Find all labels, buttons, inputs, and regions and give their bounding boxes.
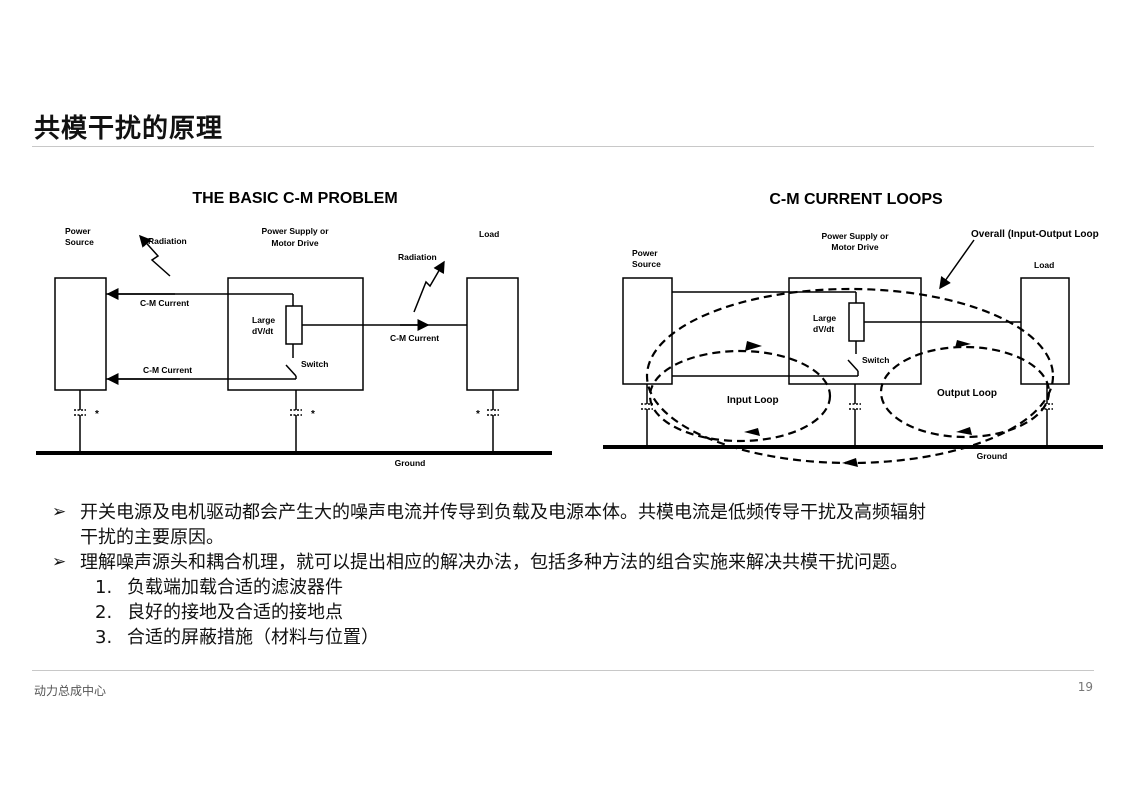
right-supply-label-1: Power Supply or (821, 231, 889, 241)
right-input-loop-arrow-bottom (744, 428, 760, 436)
bullet-1-line-2: 干扰的主要原因。 (80, 527, 224, 548)
left-cap-1 (74, 390, 86, 452)
left-power-source-box (54, 277, 107, 391)
title-divider (32, 146, 1094, 147)
bullet-arrow-icon: ➢ (52, 552, 67, 572)
diagram-left: THE BASIC C-M PROBLEM Power Source Radia… (36, 190, 552, 468)
right-supply-label-2: Motor Drive (831, 242, 879, 252)
left-dvdt-element (285, 305, 303, 345)
right-overall-label: Overall (Input-Output Loop (971, 229, 1099, 240)
left-radiation-label-2: Radiation (398, 252, 437, 262)
left-load-box (466, 277, 519, 391)
sub-item-text: 合适的屏蔽措施（材料与位置） (127, 627, 379, 648)
bullet-arrow-icon: ➢ (52, 502, 67, 522)
left-star-2: * (311, 409, 315, 420)
left-power-label-1: Power (65, 226, 91, 236)
diagram-area: THE BASIC C-M PROBLEM Power Source Radia… (0, 170, 1123, 480)
right-ground-label: Ground (977, 451, 1008, 461)
sub-item-number: 2. (95, 602, 113, 623)
right-cap-1 (641, 384, 653, 446)
page-title: 共模干扰的原理 (34, 114, 224, 144)
left-ground-label: Ground (395, 458, 426, 468)
left-cm-current-right: C-M Current (390, 333, 439, 343)
right-input-loop-arrow-top (745, 341, 762, 351)
right-cap-3 (1041, 384, 1053, 446)
right-power-label-1: Power (632, 248, 658, 258)
right-output-loop-label: Output Loop (937, 388, 997, 399)
right-switch-label: Switch (862, 355, 889, 365)
left-switch-label: Switch (301, 359, 328, 369)
bullet-item-2: ➢ 理解噪声源头和耦合机理，就可以提出相应的解决办法，包括多种方法的组合实施来解… (52, 550, 1092, 575)
footer-divider (32, 670, 1094, 671)
right-diagram-title: C-M CURRENT LOOPS (769, 191, 943, 208)
right-input-loop (648, 349, 832, 443)
bullet-2-line-1: 理解噪声源头和耦合机理，就可以提出相应的解决办法，包括多种方法的组合实施来解决共… (80, 552, 908, 573)
left-cm-current-bottom: C-M Current (143, 365, 192, 375)
left-dvdt-label: dV/dt (252, 326, 273, 336)
left-supply-box (227, 277, 364, 391)
sub-item-text: 良好的接地及合适的接地点 (127, 602, 343, 623)
left-cm-current-top: C-M Current (140, 298, 189, 308)
left-large-label: Large (252, 315, 275, 325)
left-cap-2 (290, 390, 302, 452)
left-power-label-2: Source (65, 237, 94, 247)
bullet-list: ➢ 开关电源及电机驱动都会产生大的噪声电流并传导到负载及电源本体。共模电流是低频… (52, 500, 1092, 650)
right-output-loop-arrow-top (955, 340, 971, 348)
sub-item-3: 3. 合适的屏蔽措施（材料与位置） (52, 625, 1092, 650)
left-radiation-label-1: Radiation (148, 236, 187, 246)
left-cap-3 (487, 390, 499, 452)
bullet-item-1: ➢ 开关电源及电机驱动都会产生大的噪声电流并传导到负载及电源本体。共模电流是低频… (52, 500, 1092, 550)
left-supply-label-2: Motor Drive (271, 238, 319, 248)
left-load-label: Load (479, 229, 499, 239)
bullet-1-line-1: 开关电源及电机驱动都会产生大的噪声电流并传导到负载及电源本体。共模电流是低频传导… (80, 502, 926, 523)
left-supply-label-1: Power Supply or (261, 226, 329, 236)
sub-item-number: 3. (95, 627, 113, 648)
right-dvdt-element (848, 302, 865, 342)
right-large-label: Large (813, 313, 836, 323)
sub-item-text: 负载端加载合适的滤波器件 (127, 577, 343, 598)
sub-item-number: 1. (95, 577, 113, 598)
right-load-box (1020, 277, 1070, 385)
left-radiation-zigzag-1 (138, 234, 171, 277)
diagram-right: C-M CURRENT LOOPS Power Source Power Sup… (603, 191, 1103, 467)
right-overall-arrow (939, 239, 975, 290)
left-star-3: * (476, 409, 480, 420)
left-star-1: * (95, 409, 99, 420)
sub-item-2: 2. 良好的接地及合适的接地点 (52, 600, 1092, 625)
right-overall-loop-arrow (842, 458, 858, 467)
left-radiation-zigzag-2 (413, 260, 445, 313)
right-input-loop-label: Input Loop (727, 395, 779, 406)
left-switch (285, 364, 297, 377)
right-power-label-2: Source (632, 259, 661, 269)
footer-department: 动力总成中心 (34, 684, 107, 698)
left-diagram-title: THE BASIC C-M PROBLEM (192, 190, 397, 207)
right-dvdt-label: dV/dt (813, 324, 834, 334)
right-cap-2 (849, 384, 861, 446)
page-number: 19 (1077, 680, 1093, 694)
cm-diagrams-svg: THE BASIC C-M PROBLEM Power Source Radia… (36, 190, 1103, 468)
sub-item-1: 1. 负载端加载合适的滤波器件 (52, 575, 1092, 600)
right-load-label: Load (1034, 260, 1054, 270)
right-switch (847, 359, 859, 372)
right-output-loop-arrow-bottom (956, 427, 972, 435)
